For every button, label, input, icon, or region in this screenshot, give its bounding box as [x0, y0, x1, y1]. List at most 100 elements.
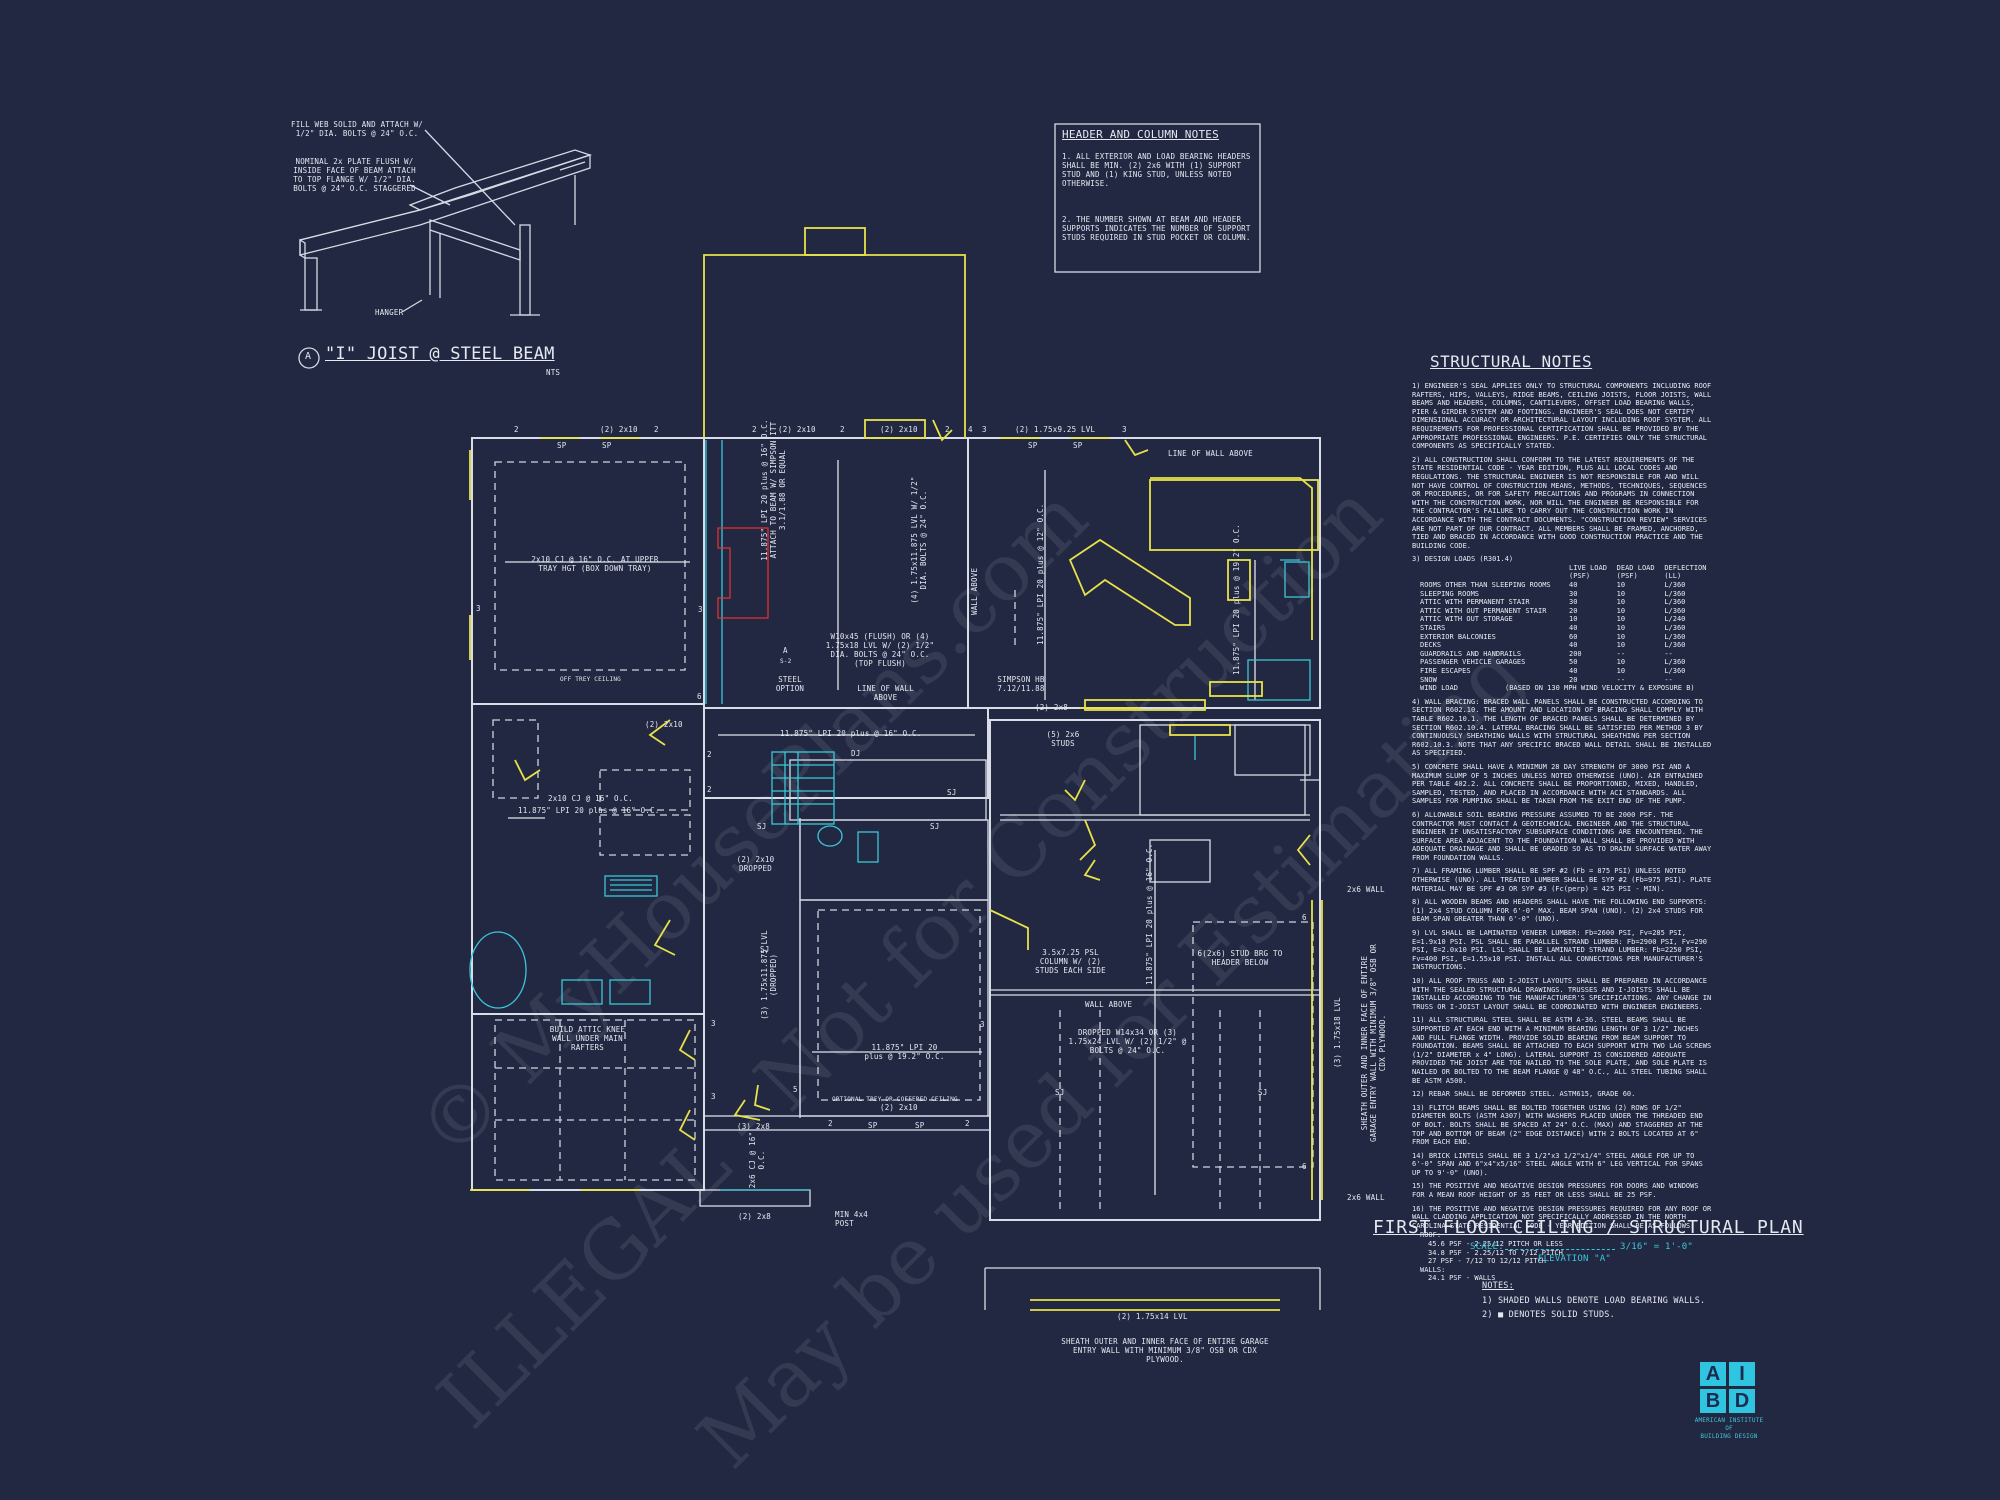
label-min-post: MIN 4x4 POST	[835, 1210, 869, 1228]
label-cj-16: 2x10 CJ @ 16" O.C.	[548, 794, 633, 803]
support-number: 2	[654, 425, 659, 434]
load-name: SLEEPING ROOMS	[1420, 589, 1480, 598]
load-value: L/360	[1664, 641, 1686, 650]
label-sj: SJ	[760, 945, 770, 954]
load-value: L/240	[1664, 615, 1686, 624]
structural-notes-title: STRUCTURAL NOTES	[1430, 352, 1593, 371]
load-value: 40	[1568, 581, 1578, 590]
label-sj: SJ	[757, 822, 767, 831]
joist-callout-hanger: HANGER	[375, 308, 404, 317]
label-simpson: SIMPSON HB 7.12/11.88	[997, 675, 1045, 693]
aibd-logo: A I B D	[1700, 1362, 1756, 1414]
load-name: DECKS	[1420, 641, 1442, 650]
label-off-trey: OFF TREY CEILING	[560, 676, 621, 683]
plan-elevation: ELEVATION "A"	[1538, 1254, 1612, 1264]
load-name: ATTIC WITH OUT PERMANENT STAIR	[1420, 606, 1547, 615]
structural-note-8: 8) ALL WOODEN BEAMS AND HEADERS SHALL HA…	[1412, 898, 1708, 924]
load-value: --	[1616, 675, 1626, 684]
roof-pressure: 27 PSF - 7/12 TO 12/12 PITCH	[1428, 1257, 1547, 1266]
plan-scale-value: 3/16" = 1'-0"	[1620, 1242, 1694, 1252]
walls-pressure: 24.1 PSF - WALLS	[1428, 1274, 1496, 1283]
joist-detail-scale: NTS	[546, 368, 561, 377]
structural-note-6: 6) ALLOWABLE SOIL BEARING PRESSURE ASSUM…	[1412, 810, 1712, 862]
label-sj: SJ	[1055, 1088, 1065, 1097]
label-wall-2x6-a: 2x6 WALL	[1347, 885, 1385, 894]
load-value: 10	[1616, 632, 1626, 641]
load-name: ATTIC WITH OUT STORAGE	[1420, 615, 1513, 624]
load-table: LIVE LOAD (PSF) DEAD LOAD (PSF) DEFLECTI…	[1412, 564, 1712, 693]
plan-notes-title: NOTES:	[1482, 1281, 1514, 1291]
load-value: --	[1664, 649, 1673, 658]
roof-pressure: 34.8 PSF - 2.25/12 TO 7/12 PITCH	[1428, 1248, 1563, 1257]
label-steel-tag-s2: S-2	[780, 658, 792, 665]
detail-tag: A	[305, 351, 312, 362]
label-lpi-19: 11.875" LPI 20 plus @ 19.2" O.C.	[1232, 524, 1241, 675]
roof-label: ROOF:	[1420, 1231, 1442, 1240]
load-value: 10	[1616, 615, 1626, 624]
structural-note-9: 9) LVL SHALL BE LAMINATED VENEER LUMBER:…	[1412, 929, 1708, 972]
structural-note-4: 4) WALL BRACING: BRACED WALL PANELS SHAL…	[1412, 697, 1712, 758]
structural-note-11: 11) ALL STRUCTURAL STEEL SHALL BE ASTM A…	[1412, 1016, 1712, 1085]
label-w10x45: W10x45 (FLUSH) OR (4) 1.75x18 LVL W/ (2)…	[825, 632, 935, 668]
load-value: 40	[1568, 667, 1578, 675]
load-name: EXTERIOR BALCONIES	[1420, 632, 1496, 641]
support-number: 2	[965, 1119, 970, 1128]
label-header-lvl-top: (2) 1.75x9.25 LVL	[1015, 425, 1096, 434]
support-number: 6	[1302, 913, 1307, 922]
load-value: 40	[1568, 641, 1578, 650]
label-attic-knee: BUILD ATTIC KNEE WALL UNDER MAIN RAFTERS	[549, 1025, 626, 1052]
joist-callout-plate: NOMINAL 2x PLATE FLUSH W/ INSIDE FACE OF…	[293, 157, 416, 193]
support-number: 6	[1302, 1162, 1307, 1171]
support-number: 2	[752, 425, 757, 434]
structural-note-16: 16) THE POSITIVE AND NEGATIVE DESIGN PRE…	[1412, 1204, 1712, 1230]
joist-callout-fill-web: FILL WEB SOLID AND ATTACH W/ 1/2" DIA. B…	[290, 120, 424, 138]
label-studs-5: (5) 2x6 STUDS	[1046, 730, 1080, 748]
load-name: FIRE ESCAPES	[1420, 667, 1471, 675]
support-number: 2	[828, 1119, 833, 1128]
support-number: 2	[840, 425, 845, 434]
logo-caption: BUILDING DESIGN	[1700, 1433, 1758, 1440]
label-wall-2x6-b: 2x6 WALL	[1347, 1193, 1385, 1202]
logo-caption: AMERICAN INSTITUTE	[1694, 1417, 1764, 1424]
design-loads-title: 3) DESIGN LOADS (R301.4)	[1412, 555, 1514, 564]
load-value: --	[1664, 675, 1673, 684]
label-sj: SJ	[947, 788, 957, 797]
load-value: 30	[1568, 598, 1578, 607]
load-name: ROOMS OTHER THAN SLEEPING ROOMS	[1420, 581, 1551, 590]
label-cj-2x6: 2x6 CJ @ 16" O.C.	[748, 1131, 766, 1189]
support-number: 2	[514, 425, 519, 434]
support-sp: SP	[915, 1121, 925, 1130]
logo-letter: A	[1700, 1362, 1726, 1386]
plan-note-2: 2) ■ DENOTES SOLID STUDS.	[1482, 1310, 1615, 1320]
label-psl-column: 3.5x7.25 PSL COLUMN W/ (2) STUDS EACH SI…	[1035, 948, 1106, 975]
load-value: 10	[1616, 598, 1626, 607]
label-stud-brg: 6(2x6) STUD BRG TO HEADER BELOW	[1197, 949, 1283, 967]
label-lpi-garage: 11.875" LPI 20 plus @ 16" O.C.	[1145, 843, 1154, 985]
support-number: 5	[793, 1085, 798, 1094]
structural-note-7: 7) ALL FRAMING LUMBER SHALL BE SPF #2 (F…	[1412, 867, 1712, 893]
logo-letter: B	[1700, 1389, 1726, 1413]
support-number: 3	[698, 605, 703, 614]
load-value: 10	[1616, 624, 1626, 633]
support-sp: SP	[602, 441, 612, 450]
wind-load-note: (BASED ON 130 MPH WIND VELOCITY & EXPOSU…	[1505, 684, 1695, 693]
label-lpi-12: 11.875" LPI 20 plus @ 12" O.C.	[1036, 503, 1045, 645]
load-value: L/360	[1664, 598, 1686, 607]
label-line-wall-above-1: LINE OF WALL ABOVE	[1168, 449, 1253, 458]
label-header-2x10-b: (2) 2x10	[778, 425, 816, 434]
label-line-wall-above-2: LINE OF WALL ABOVE	[857, 684, 914, 702]
label-header-2x10-c: (2) 2x10	[880, 425, 918, 434]
label-header-2x10-d: (2) 2x10	[645, 720, 683, 729]
load-value: --	[1616, 649, 1626, 658]
label-lpi-attach: 11.875" LPI 20 plus @ 16" O.C. ATTACH TO…	[760, 419, 787, 561]
label-dropped: (2) 2x10 DROPPED	[736, 855, 775, 873]
load-header: DEAD LOAD (PSF)	[1616, 563, 1655, 581]
structural-note-12: 12) REBAR SHALL BE DEFORMED STEEL. ASTM6…	[1412, 1090, 1636, 1099]
label-header-2x8-c: (2) 2x8	[738, 1212, 772, 1221]
label-lvl-dia: (4) 1.75x11.875 LVL W/ 1/2" DIA. BOLTS @…	[910, 476, 928, 604]
